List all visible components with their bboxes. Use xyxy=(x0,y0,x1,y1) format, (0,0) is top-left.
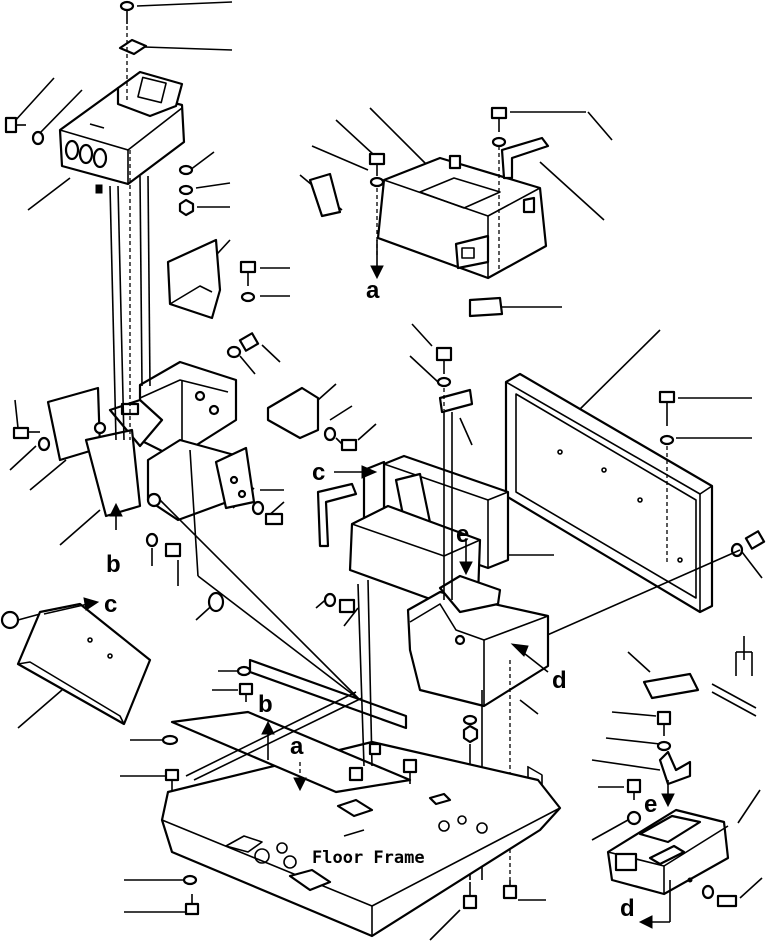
bolt-mid-bracket xyxy=(226,332,260,359)
side-angle-plate xyxy=(316,482,358,548)
footrest-plate xyxy=(16,602,152,726)
center-console-lower-cover xyxy=(406,574,550,708)
floor-frame xyxy=(160,740,562,938)
arrow-c-left xyxy=(43,597,100,615)
bolt-center xyxy=(435,346,453,388)
arrow-a-floor xyxy=(293,762,307,792)
callout-a-floor: a xyxy=(290,733,304,760)
floor-frame-caption: Floor Frame xyxy=(312,848,425,868)
callout-c-center: c xyxy=(312,459,325,486)
bolts-floor-center xyxy=(348,742,518,910)
rear-panel-right xyxy=(504,372,714,794)
rubber-plug xyxy=(207,591,225,613)
bolt-center-lower xyxy=(323,592,479,744)
monitor-box-top-left xyxy=(58,70,186,194)
callout-e-center: e xyxy=(456,521,469,548)
callout-e-right: e xyxy=(644,791,657,818)
arrow-b-left xyxy=(109,502,123,530)
arrow-d-center xyxy=(510,643,549,673)
callout-b-left: b xyxy=(106,551,121,578)
callout-a-top: a xyxy=(366,277,380,304)
callout-b-floor: b xyxy=(258,691,273,718)
cover-plate-top xyxy=(118,38,148,56)
bolts-bottom-right xyxy=(626,710,738,908)
knob-left xyxy=(0,610,41,630)
handle-top-right xyxy=(500,136,550,180)
bracket-plate-e xyxy=(438,388,474,414)
support-rods xyxy=(109,150,361,701)
bolts-floor-left xyxy=(161,665,254,916)
bolt-bracket xyxy=(239,260,257,303)
arrow-e-center xyxy=(459,540,473,576)
callout-d-center: d xyxy=(552,667,567,694)
label-plate-top-right xyxy=(468,296,504,318)
bracket-plate xyxy=(166,238,222,320)
arrow-c-center xyxy=(334,465,378,479)
arrow-d-bottom xyxy=(638,880,671,929)
switch-box-bottom-right xyxy=(606,808,730,896)
floor-pedal-support-plate xyxy=(170,658,412,794)
arrow-e-right xyxy=(661,780,675,808)
bolt-left-panel xyxy=(12,426,51,452)
left-cover-panel xyxy=(46,386,142,518)
bracket-bottom-right xyxy=(658,750,692,786)
callout-letters: a a b b c c d d e e xyxy=(104,277,657,922)
bolt-lower-bracket xyxy=(145,500,284,558)
leader-lines xyxy=(9,1,763,941)
washers-nut-right-of-box xyxy=(178,164,195,217)
bolt-left-box xyxy=(4,116,45,146)
callout-c-left: c xyxy=(104,591,117,618)
small-plate-left-console xyxy=(308,172,342,218)
bolt-top xyxy=(119,0,135,24)
cover-plate-bottom-right xyxy=(642,672,700,700)
callout-d-bottom: d xyxy=(620,895,635,922)
angle-bracket-right xyxy=(214,386,320,510)
console-box-top-right xyxy=(376,154,548,280)
rod-bottom-right xyxy=(711,683,757,717)
bolt-angle-bracket xyxy=(323,426,358,452)
arrow-b-floor xyxy=(261,720,275,760)
arrow-a-top xyxy=(370,240,384,280)
